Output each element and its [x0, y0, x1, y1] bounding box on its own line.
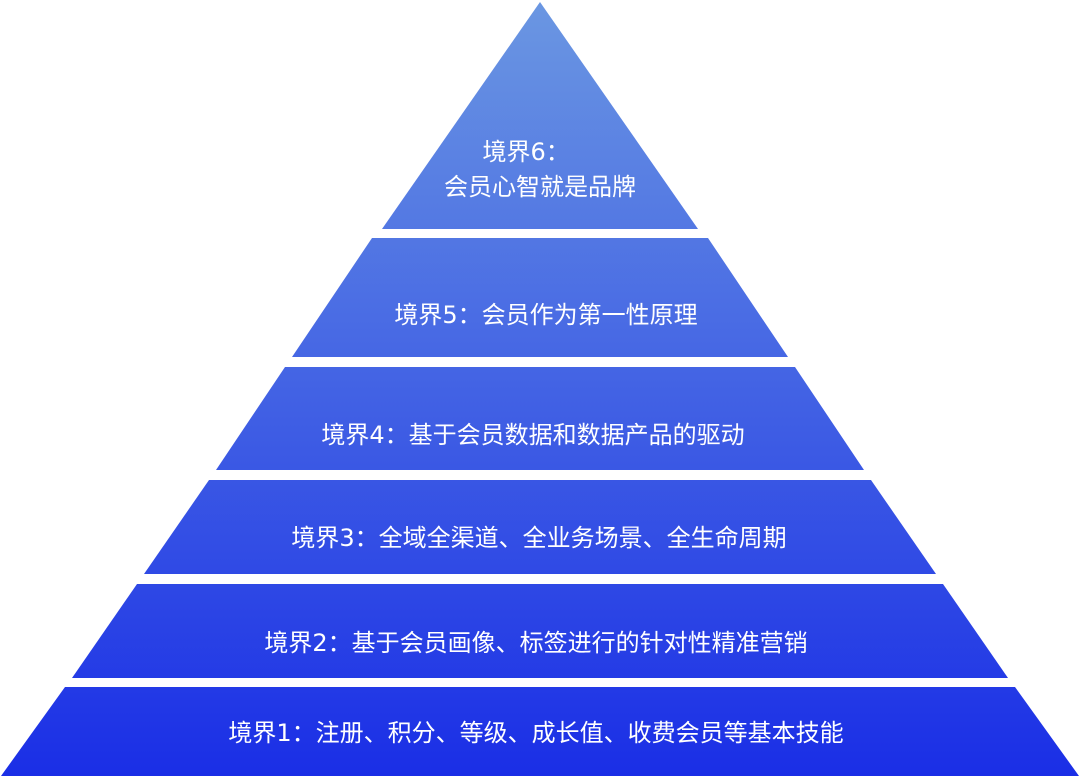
tier-3-shape [144, 480, 936, 574]
tier-5-label-line-1: 境界5：会员作为第一性原理 [394, 301, 697, 329]
tier-4-label-line-1: 境界4：基于会员数据和数据产品的驱动 [321, 421, 744, 449]
tier-2-shape [72, 584, 1008, 678]
tier-4-label: 境界4：基于会员数据和数据产品的驱动 [321, 421, 744, 449]
tier-2: 境界2：基于会员画像、标签进行的针对性精准营销 [72, 584, 1008, 678]
tier-1: 境界1：注册、积分、等级、成长值、收费会员等基本技能 [1, 687, 1079, 776]
tier-2-label: 境界2：基于会员画像、标签进行的针对性精准营销 [264, 629, 807, 657]
tier-6-label-line-2: 会员心智就是品牌 [444, 173, 636, 201]
tier-6: 境界6： 会员心智就是品牌 [382, 2, 698, 229]
tier-2-label-line-1: 境界2：基于会员画像、标签进行的针对性精准营销 [264, 629, 807, 657]
tier-1-label-line-1: 境界1：注册、积分、等级、成长值、收费会员等基本技能 [228, 719, 843, 747]
tier-5-shape [292, 238, 788, 357]
tier-6-label-line-1: 境界6： [483, 138, 570, 166]
tier-5: 境界5：会员作为第一性原理 [292, 238, 788, 357]
tier-1-label: 境界1：注册、积分、等级、成长值、收费会员等基本技能 [228, 719, 843, 747]
tier-6-label: 境界6： 会员心智就是品牌 [444, 138, 636, 201]
tier-5-label: 境界5：会员作为第一性原理 [394, 301, 697, 329]
tier-3-label-line-1: 境界3：全域全渠道、全业务场景、全生命周期 [291, 524, 786, 552]
tier-1-shape [1, 687, 1079, 776]
tier-3: 境界3：全域全渠道、全业务场景、全生命周期 [144, 480, 936, 574]
tier-4-shape [216, 367, 864, 470]
tier-3-label: 境界3：全域全渠道、全业务场景、全生命周期 [291, 524, 786, 552]
tier-4: 境界4：基于会员数据和数据产品的驱动 [216, 367, 864, 470]
tier-6-shape [382, 2, 698, 229]
